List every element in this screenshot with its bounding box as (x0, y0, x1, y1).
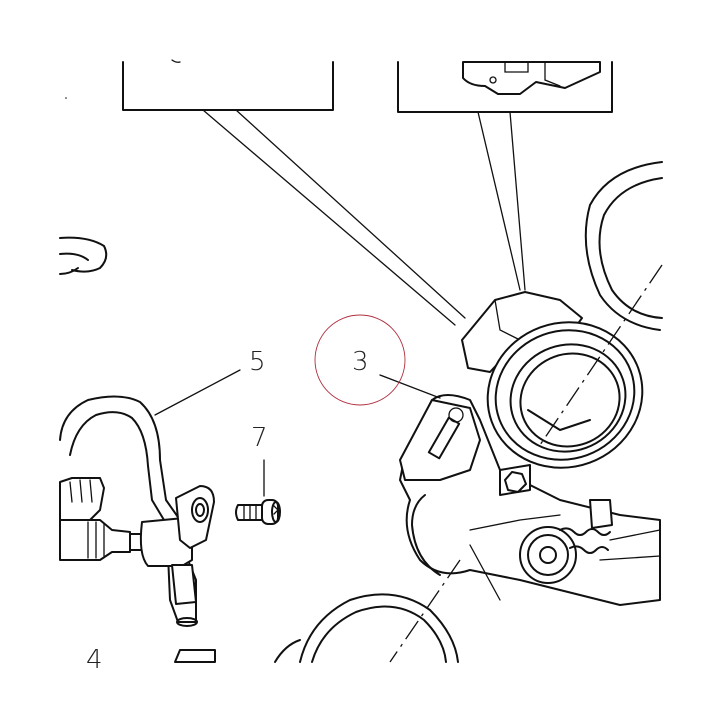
detail-inset-left (122, 59, 466, 326)
throttle-body (389, 264, 663, 663)
callout-label-4: 4 (86, 645, 103, 675)
callout-label-5: 5 (249, 347, 266, 377)
screw-part-7 (235, 499, 281, 525)
fuel-rail-injector (59, 477, 216, 663)
stray-mark (65, 97, 67, 99)
leader-line-5 (154, 369, 241, 416)
callout-label-3: 3 (352, 347, 369, 377)
sensor-detail-fragment (462, 61, 601, 95)
highlight-circle-callout-3 (314, 314, 406, 406)
leader-lines (154, 369, 441, 497)
leader-line-3 (379, 374, 441, 399)
detail-inset-right (397, 61, 613, 291)
gasket-ring-lower (274, 593, 459, 663)
fuel-hose (59, 395, 198, 627)
callout-label-7: 7 (251, 423, 268, 453)
hose-fragment-left (59, 236, 108, 275)
gasket-ring-upper (584, 161, 663, 331)
